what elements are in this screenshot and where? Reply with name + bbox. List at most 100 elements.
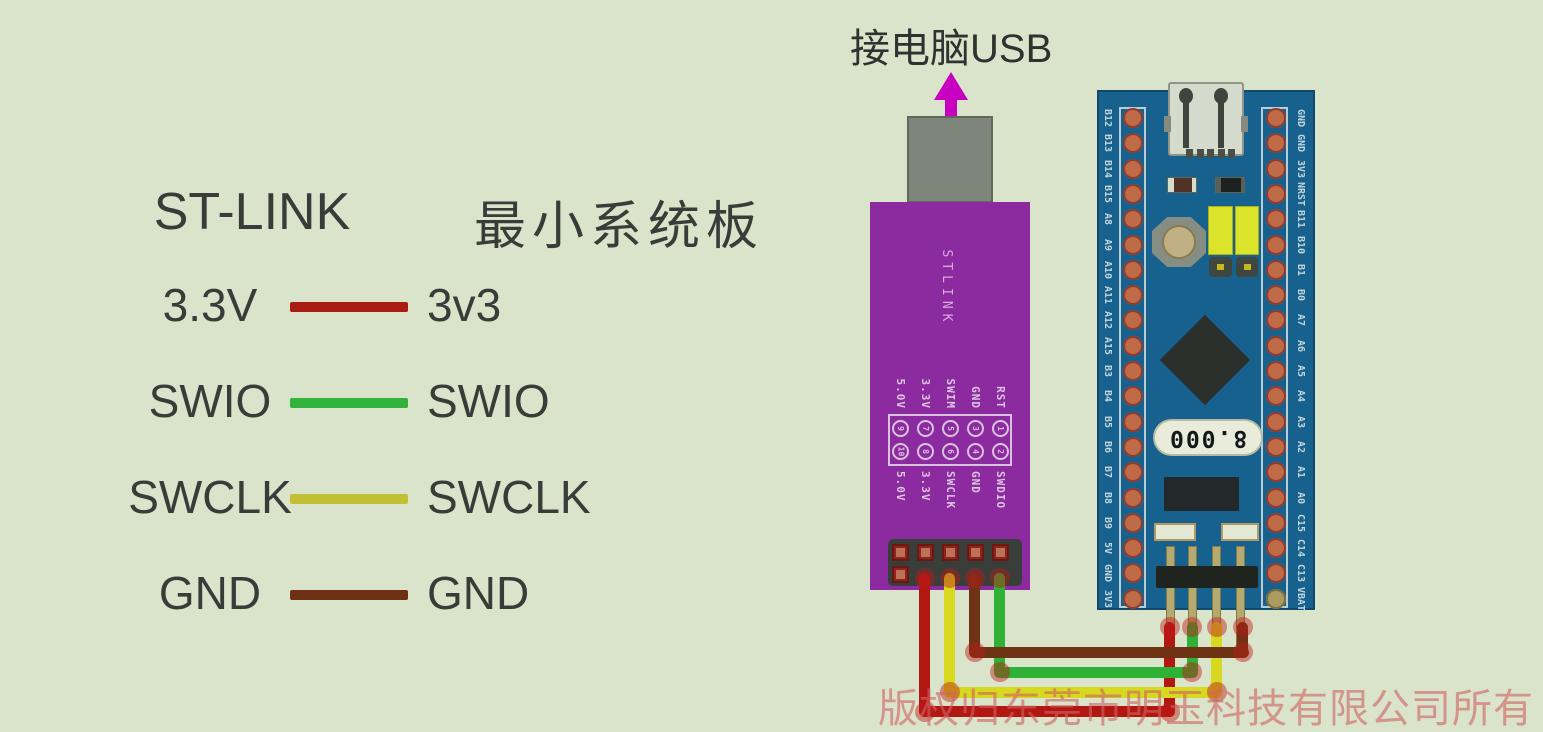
wire-swio bbox=[994, 573, 1005, 677]
board-pin-label: C13 bbox=[1295, 564, 1306, 583]
header-pin bbox=[967, 544, 984, 561]
board-pin-label: A3 bbox=[1295, 415, 1306, 428]
board-pin-label: GND bbox=[1295, 134, 1306, 153]
solder-joint bbox=[1182, 662, 1202, 682]
board-pin-label: C15 bbox=[1295, 513, 1306, 532]
stlink-pin-circle: 4 bbox=[967, 443, 984, 460]
usb-contact bbox=[1186, 149, 1193, 158]
legend-left-label: 3.3V bbox=[162, 279, 258, 331]
stlink-pin-circle: 8 bbox=[917, 443, 934, 460]
stlink-pin-label: 3.3V bbox=[919, 471, 932, 502]
board-pin-label: A15 bbox=[1102, 336, 1113, 355]
board-pin-label: A10 bbox=[1102, 260, 1113, 279]
pin-pad bbox=[1123, 487, 1143, 508]
pin-pad bbox=[1123, 259, 1143, 280]
solder-joint bbox=[1207, 682, 1227, 702]
board-left-pin-strip bbox=[1119, 107, 1146, 608]
solder-joint bbox=[940, 682, 960, 702]
board-pin-label: 3V3 bbox=[1102, 589, 1113, 608]
pin-pad bbox=[1123, 209, 1143, 230]
board-pin-label: GND bbox=[1295, 108, 1306, 128]
stlink-pin-circle: 6 bbox=[942, 443, 959, 460]
stlink-pin-circle: 7 bbox=[917, 420, 934, 437]
swd-header-plastic bbox=[1156, 566, 1258, 588]
pin-pad bbox=[1123, 133, 1143, 154]
pin-pad bbox=[1123, 538, 1143, 559]
pin-pad bbox=[1123, 436, 1143, 457]
reset-button-cap bbox=[1162, 225, 1196, 259]
board-pin-label: A11 bbox=[1102, 286, 1113, 305]
wire-3v3 bbox=[919, 706, 1175, 717]
legend-wire-swatch bbox=[290, 590, 408, 600]
usb-contact bbox=[1228, 149, 1235, 158]
board-pin-label: B0 bbox=[1295, 289, 1306, 302]
pin-pad bbox=[1266, 209, 1286, 230]
solder-joint bbox=[965, 642, 985, 662]
stlink-pin-label: SWIM bbox=[944, 378, 957, 410]
header-pin bbox=[917, 544, 934, 561]
board-pin-label: A8 bbox=[1102, 213, 1113, 226]
board-pin-label: B8 bbox=[1102, 491, 1113, 504]
solder-joint bbox=[1160, 617, 1180, 637]
usb-connection-label: 接电脑USB bbox=[850, 27, 1053, 71]
copyright-watermark: 版权归东莞市明玉科技有限公司所有 bbox=[878, 687, 1534, 731]
board-pin-label: VBAT bbox=[1295, 586, 1306, 611]
legend-wire-swatch bbox=[290, 302, 408, 312]
board-pin-label: B10 bbox=[1295, 235, 1306, 254]
stlink-pin-label: 5.0V bbox=[894, 471, 907, 502]
board-pin-label: A4 bbox=[1295, 390, 1306, 403]
legend-right-label: GND bbox=[427, 567, 530, 619]
pin-pad bbox=[1266, 462, 1286, 483]
pin-pad bbox=[1266, 310, 1286, 331]
pin-pad bbox=[1123, 234, 1143, 255]
pin-pad bbox=[1266, 234, 1286, 255]
wire-gnd bbox=[969, 573, 980, 657]
board-pin-label: B7 bbox=[1102, 466, 1113, 479]
boot-jumper bbox=[1235, 206, 1259, 255]
wire-swio bbox=[994, 667, 1198, 678]
board-pin-label: A7 bbox=[1295, 314, 1306, 327]
board-pin-label: B1 bbox=[1295, 263, 1306, 276]
stlink-module-body bbox=[870, 202, 1030, 590]
board-pin-label: GND bbox=[1102, 564, 1113, 583]
stlink-pin-label: RST bbox=[994, 386, 1007, 409]
pin-pad bbox=[1123, 588, 1143, 609]
board-pin-label: B3 bbox=[1102, 364, 1113, 378]
board-pin-label: B15 bbox=[1102, 184, 1113, 203]
wire-3v3 bbox=[919, 573, 930, 717]
legend-wire-swatch bbox=[290, 494, 408, 504]
stlink-pin-label: GND bbox=[969, 386, 982, 409]
board-pin-label: B6 bbox=[1102, 440, 1113, 453]
stlink-usb-plug bbox=[907, 116, 993, 203]
legend-left-label: SWCLK bbox=[128, 471, 292, 523]
legend-left-label: SWIO bbox=[148, 375, 272, 427]
wire-gnd bbox=[1237, 622, 1248, 657]
usb-contact bbox=[1217, 149, 1225, 158]
pin-pad bbox=[1266, 386, 1286, 407]
header-pin bbox=[892, 566, 909, 583]
pin-pad bbox=[1266, 133, 1286, 154]
stlink-pin-circle: 3 bbox=[967, 420, 984, 437]
solder-joint bbox=[990, 568, 1010, 588]
board-pin-label: B14 bbox=[1102, 159, 1113, 178]
board-pin-label: A5 bbox=[1295, 364, 1306, 378]
board-pin-label: B12 bbox=[1102, 108, 1113, 128]
solder-joint bbox=[990, 662, 1010, 682]
board-column-header: 最小系统板 bbox=[474, 198, 765, 256]
solder-joint bbox=[915, 702, 935, 722]
usb-mount-slot bbox=[1183, 103, 1189, 148]
pin-pad bbox=[1266, 335, 1286, 356]
stlink-pin-circle: 2 bbox=[992, 443, 1009, 460]
pin-pad bbox=[1123, 386, 1143, 407]
usb-mount-slot bbox=[1218, 103, 1224, 148]
pin-pad bbox=[1123, 462, 1143, 483]
stlink-pin-label: SWDIO bbox=[994, 471, 1007, 510]
flash-chip bbox=[1164, 477, 1239, 511]
pin-pad bbox=[1266, 411, 1286, 432]
wire-swclk bbox=[944, 573, 955, 697]
legend-left-label: GND bbox=[158, 567, 262, 619]
legend-wire-swatch bbox=[290, 398, 408, 408]
board-pin-label: 5V bbox=[1102, 542, 1113, 555]
board-pin-label: A12 bbox=[1102, 311, 1113, 330]
